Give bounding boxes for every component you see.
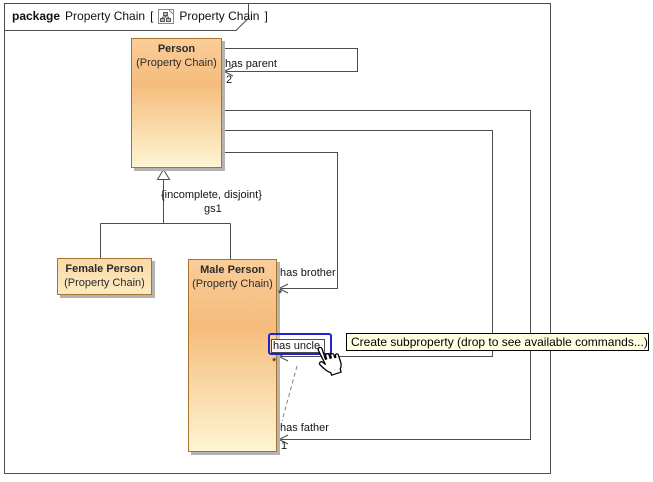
class-male-title: Male Person bbox=[200, 264, 265, 276]
label-has-father[interactable]: has father bbox=[280, 422, 329, 434]
frame-open-bracket: [ bbox=[150, 9, 154, 23]
package-tab-shape bbox=[4, 3, 249, 31]
multiplicity-has-parent[interactable]: 2 bbox=[226, 74, 233, 86]
frame-keyword: package bbox=[12, 9, 61, 23]
drag-tooltip: Create subproperty (drop to see availabl… bbox=[346, 333, 649, 351]
class-female-person[interactable]: Female Person (Property Chain) bbox=[57, 258, 152, 295]
label-has-brother[interactable]: has brother bbox=[280, 267, 336, 279]
frame-diagram-name: Property Chain bbox=[179, 9, 260, 23]
hand-cursor-icon bbox=[307, 341, 348, 387]
multiplicity-has-uncle[interactable]: * bbox=[272, 356, 277, 368]
class-male-subtitle: (Property Chain) bbox=[192, 278, 273, 290]
class-female-title: Female Person bbox=[65, 263, 144, 275]
generalization-constraint[interactable]: {incomplete, disjoint} bbox=[161, 189, 262, 201]
selected-drop-target-has-uncle[interactable]: has uncle bbox=[268, 333, 332, 355]
diagram-frame bbox=[4, 3, 551, 474]
diagram-header[interactable]: package Property Chain [ Property Chain … bbox=[12, 8, 268, 24]
multiplicity-has-brother[interactable]: * bbox=[278, 288, 283, 300]
class-female-subtitle: (Property Chain) bbox=[64, 277, 145, 289]
multiplicity-has-father[interactable]: 1 bbox=[281, 440, 288, 452]
class-person-title: Person bbox=[157, 43, 196, 55]
label-has-uncle[interactable]: has uncle bbox=[271, 339, 325, 353]
frame-close-bracket: ] bbox=[264, 9, 268, 23]
class-male-person[interactable]: Male Person (Property Chain) bbox=[188, 259, 277, 452]
class-person[interactable]: Person (Property Chain) bbox=[131, 38, 222, 168]
generalization-set-label[interactable]: gs1 bbox=[204, 203, 222, 215]
class-person-subtitle: (Property Chain) bbox=[136, 57, 217, 69]
label-has-parent[interactable]: has parent bbox=[225, 58, 277, 70]
package-diagram-icon bbox=[158, 8, 175, 24]
frame-title: Property Chain bbox=[65, 9, 146, 23]
